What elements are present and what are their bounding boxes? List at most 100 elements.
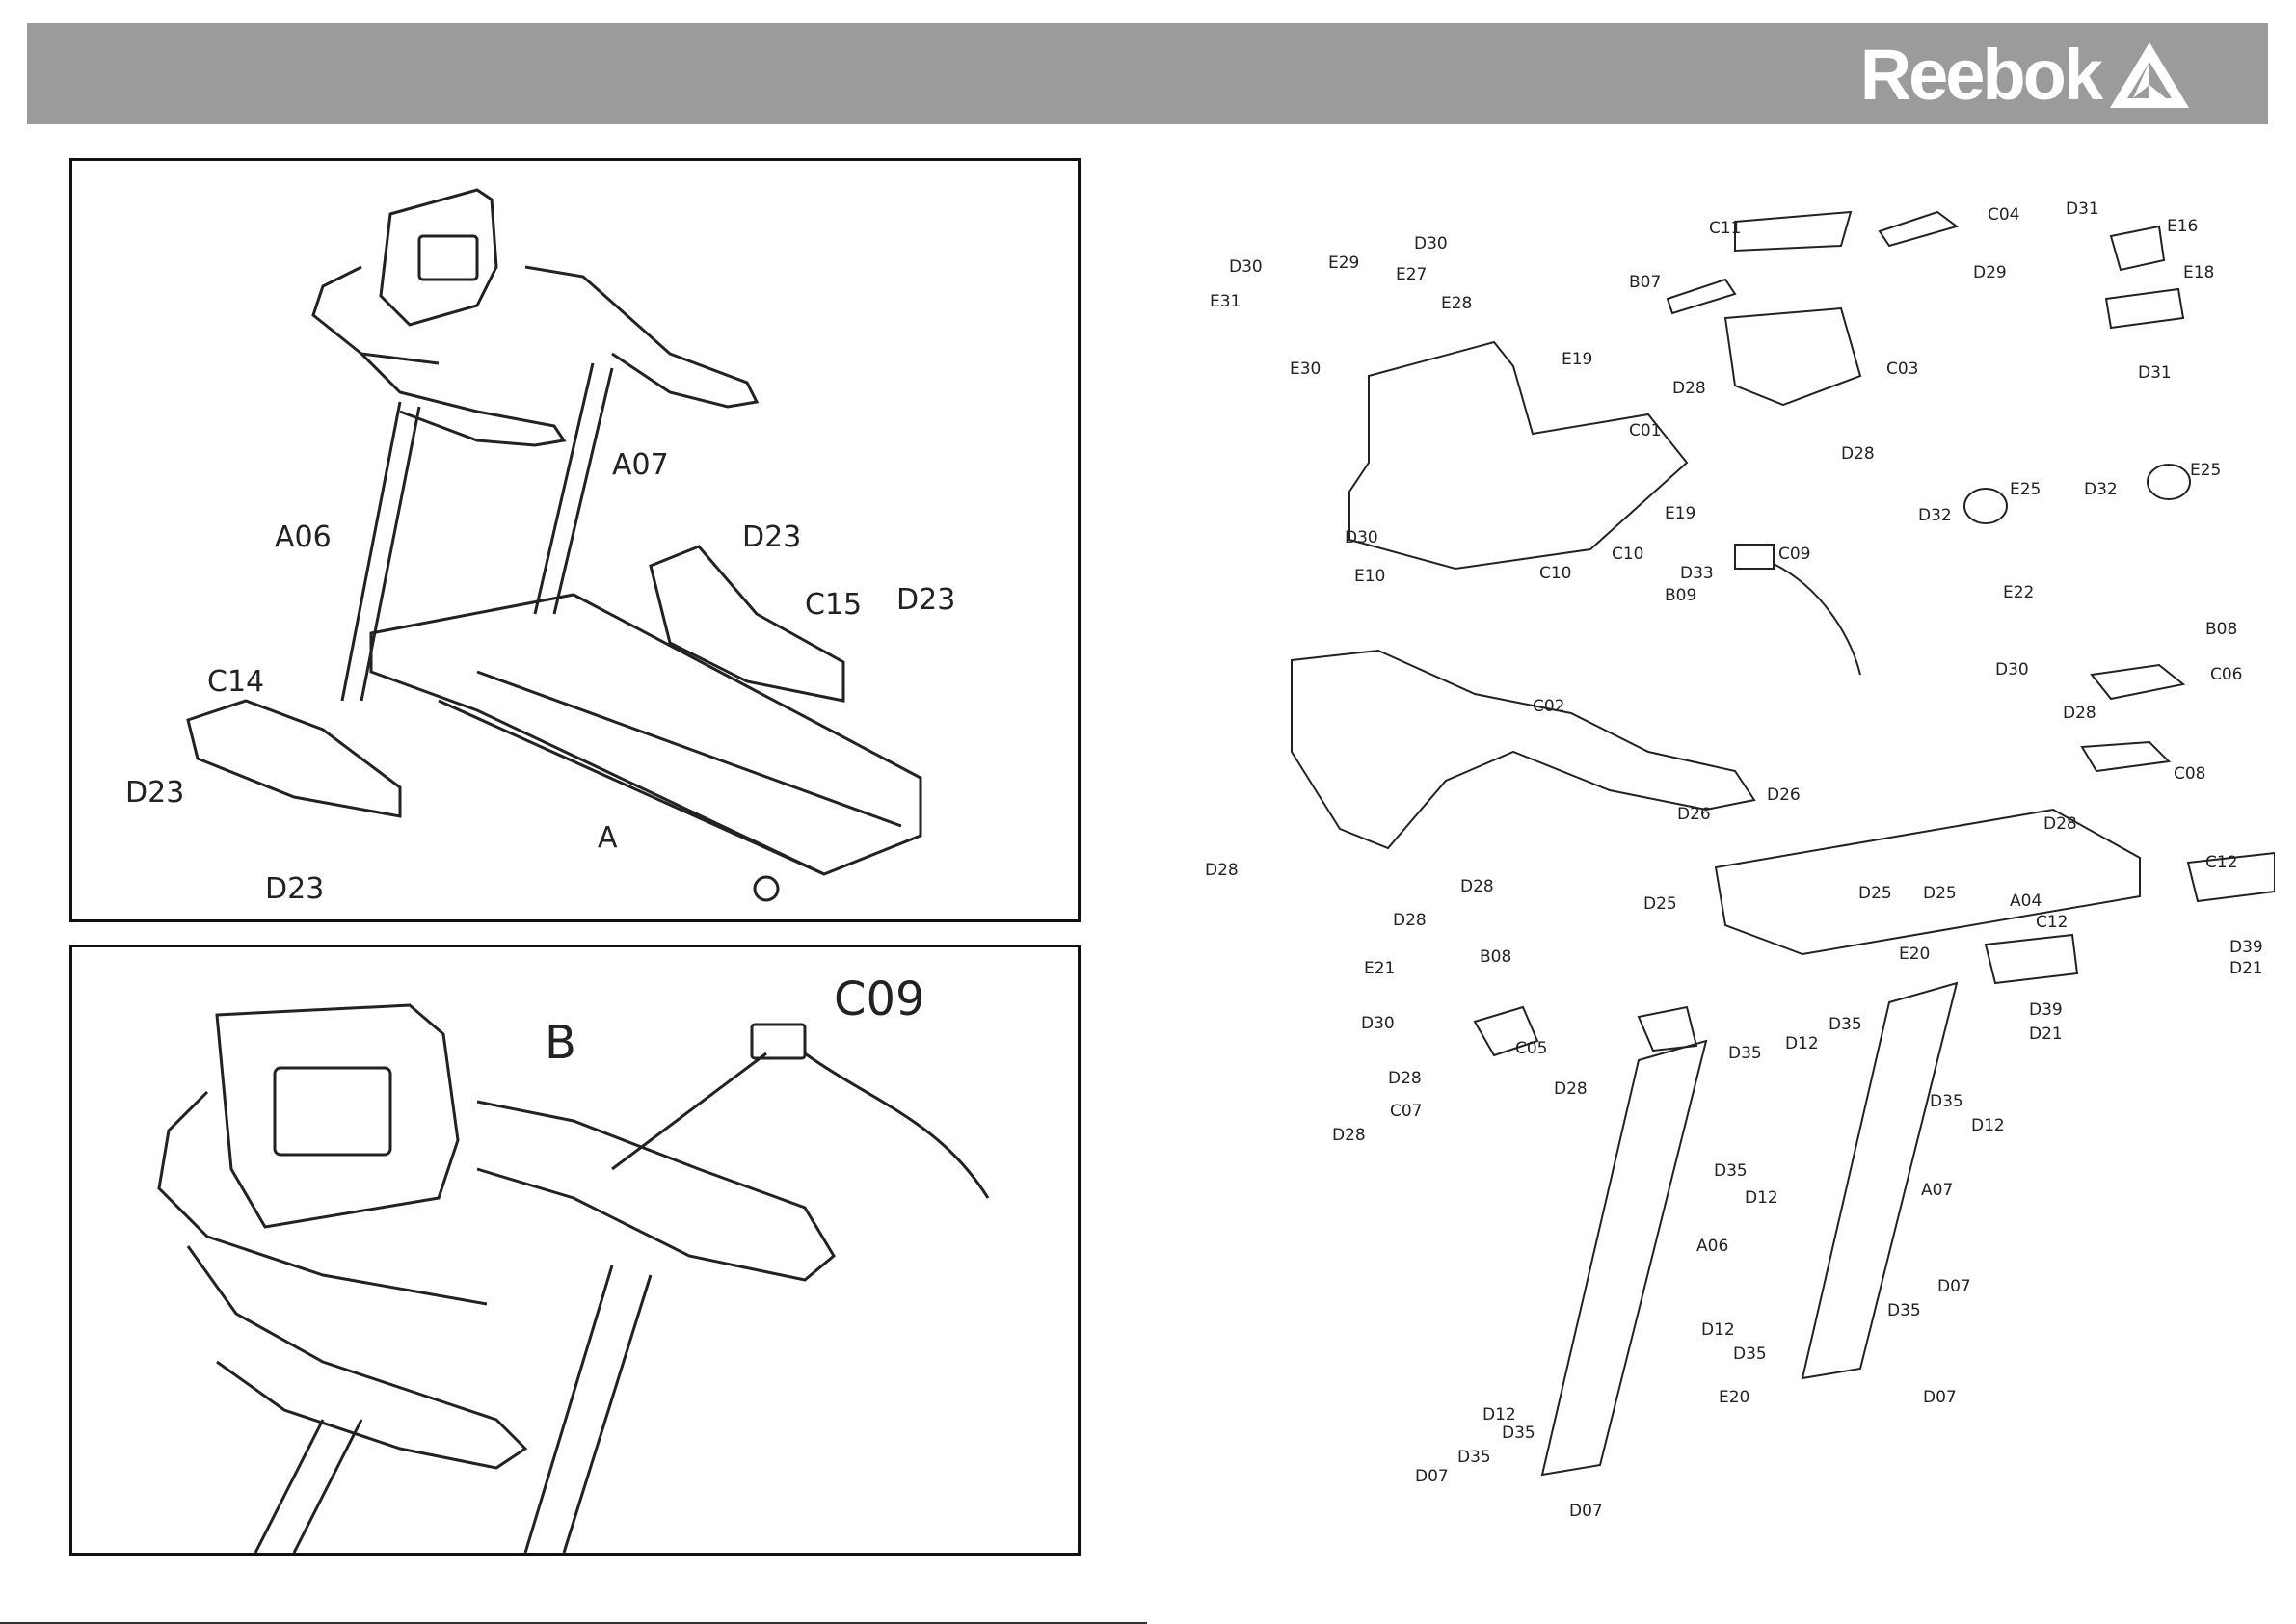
part-label: D07 [1937,1277,1971,1296]
part-label: E30 [1290,359,1321,379]
part-label: D39 [2229,938,2263,957]
part-label: C06 [2210,665,2243,684]
part-label: D07 [1415,1467,1449,1486]
part-label: E20 [1719,1388,1749,1407]
part-label: E28 [1441,294,1472,313]
part-label: D28 [1332,1126,1366,1145]
part-label: D12 [1971,1116,2005,1135]
part-label: D30 [1414,234,1448,253]
part-label: D35 [1728,1044,1762,1063]
part-label: E31 [1210,292,1241,311]
callout-d23-a: D23 [742,520,801,554]
exploded-parts-diagram: D30 E29 D30 E27 E28 E31 E30 E19 C01 B07 … [1186,173,2276,1542]
part-label: D32 [1918,506,1952,525]
part-label: D35 [1714,1161,1748,1181]
part-label: C02 [1533,697,1565,716]
part-label: A07 [1921,1181,1953,1200]
part-label: E20 [1899,945,1930,964]
callout-d23-b: D23 [896,583,955,617]
part-label: B09 [1665,586,1696,605]
part-label: D30 [1345,528,1378,547]
callout-a: A [598,821,618,855]
part-label: D12 [1785,1034,1819,1053]
part-label: D32 [2084,480,2118,499]
part-label: C10 [1612,545,1644,564]
part-label: C01 [1629,421,1662,440]
part-label: E22 [2003,583,2034,602]
part-label: C11 [1709,219,1742,238]
part-label: D35 [1457,1448,1491,1467]
callout-c09: C09 [834,972,925,1026]
reebok-delta-icon [2110,42,2189,108]
part-label: D28 [1841,444,1875,464]
brand-wordmark: Reebok [1859,35,2103,115]
part-label: C09 [1778,545,1811,564]
part-label: A04 [2010,892,2042,911]
part-label: D35 [1829,1015,1862,1034]
part-label: D31 [2066,200,2099,219]
part-label: C05 [1515,1039,1548,1058]
brand-logo: Reebok [1859,35,2191,115]
console-closeup-panel: C09 B [69,945,1081,1556]
part-label: E25 [2190,461,2221,480]
part-label: E25 [2010,480,2041,499]
part-label: E19 [1562,350,1592,369]
part-label: D25 [1858,884,1892,903]
callout-a06: A06 [275,520,332,554]
part-label: D31 [2138,363,2172,383]
part-label: D28 [2063,704,2096,723]
console-closeup-drawing: C09 B [157,972,990,1554]
part-label: C04 [1988,205,2020,225]
part-label: D28 [2043,814,2077,834]
part-label: C08 [2174,764,2206,784]
part-label: E16 [2167,217,2198,236]
part-label: C12 [2205,853,2238,872]
part-label: D28 [1388,1069,1422,1088]
part-label: C10 [1539,564,1572,583]
callout-c14: C14 [207,665,264,699]
part-label: D35 [1887,1301,1921,1320]
part-label: D28 [1393,911,1427,930]
callout-c15: C15 [805,588,862,622]
part-label: D28 [1554,1079,1588,1099]
part-label: D35 [1733,1344,1767,1364]
part-label: E27 [1396,265,1427,284]
header-bar: Reebok [27,23,2268,124]
part-label: D07 [1923,1388,1957,1407]
part-label: D35 [1502,1424,1535,1443]
part-label: D12 [1482,1405,1516,1424]
part-label: D28 [1460,877,1494,896]
assembled-treadmill-drawing: A07 A06 D23 C15 D23 C14 D23 A D23 [125,188,955,906]
part-label: E10 [1354,567,1385,586]
part-label: D26 [1677,805,1711,824]
part-label: E18 [2183,263,2214,282]
part-label: D30 [1229,257,1263,277]
part-label: B08 [1480,947,1511,967]
part-label: D25 [1923,884,1957,903]
part-label: D21 [2229,959,2263,978]
part-label: B08 [2205,620,2237,639]
part-label: D12 [1745,1188,1778,1208]
part-label: D21 [2029,1025,2063,1044]
part-label: D12 [1701,1320,1735,1340]
part-label: A06 [1696,1237,1728,1256]
part-label: B07 [1629,273,1661,292]
part-label: C03 [1886,359,1919,379]
callout-d23-d: D23 [265,872,324,906]
part-label: D30 [1995,660,2029,679]
part-label: D28 [1205,861,1239,880]
part-label: D07 [1569,1502,1603,1521]
part-label: E19 [1665,504,1695,523]
part-label: D33 [1680,564,1714,583]
part-label: D39 [2029,1000,2063,1020]
footer-rule [0,1622,1147,1624]
part-label: E21 [1364,959,1395,978]
callout-d23-c: D23 [125,776,184,810]
part-label: D30 [1361,1014,1395,1033]
part-label: D26 [1767,785,1801,805]
callout-a07: A07 [612,448,669,482]
part-label: D29 [1973,263,2007,282]
assembled-treadmill-panel: A07 A06 D23 C15 D23 C14 D23 A D23 [69,158,1081,922]
part-label: C12 [2036,913,2069,932]
callout-b: B [545,1016,576,1070]
